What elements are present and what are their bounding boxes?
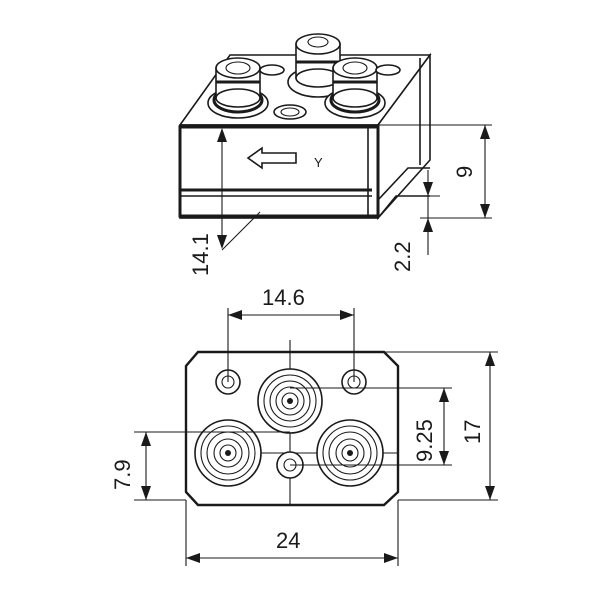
plan-terminal-right (316, 419, 384, 487)
dim-9-label: 9 (452, 166, 477, 178)
direction-label: Y (314, 155, 323, 170)
right-face-chamfer (377, 167, 430, 201)
dim-9-25-label: 9.25 (412, 419, 437, 462)
dim-7-9-label: 7.9 (110, 459, 135, 490)
dim-24-arrow-left (186, 553, 200, 563)
front-face-inner-edge (178, 125, 380, 218)
dim-17-arrow-top (485, 352, 495, 366)
dim-24-arrow-right (384, 553, 398, 563)
dim-7-9-arrow-bottom (141, 486, 151, 500)
dim-14-6-label: 14.6 (262, 285, 305, 310)
dim-14-1-arrow-bottom (217, 235, 227, 249)
small-hole-back-right (375, 64, 401, 76)
dim-2-2-label: 2.2 (390, 241, 415, 272)
plan-terminal-top (257, 368, 323, 434)
dim-9-arrow-top (480, 125, 490, 139)
dim-14-1-arrow-top (217, 128, 227, 142)
dim-14-6-arrow-left (228, 310, 242, 320)
terminal-stud-left (207, 57, 269, 119)
dim-14-1-slant (221, 211, 261, 251)
dim-2-2-arrow-top (423, 182, 433, 196)
direction-arrow-icon (246, 146, 297, 170)
dim-17-arrow-bottom (485, 486, 495, 500)
top-view: Y 14.1 9 2.2 (178, 33, 492, 276)
terminal-stud-right (324, 57, 386, 119)
dim-9-25-arrow-bottom (439, 451, 449, 465)
dim-14-1-label: 14.1 (188, 233, 213, 276)
dim-2-2-arrow-bottom (423, 218, 433, 232)
dim-9-arrow-bottom (480, 204, 490, 218)
bottom-view: 14.6 24 17 9.25 7.9 (110, 285, 498, 566)
dim-24-label: 24 (276, 528, 300, 553)
dim-9-25-arrow-top (439, 388, 449, 402)
small-hole-back-left (259, 64, 285, 76)
plan-terminal-left (194, 419, 262, 487)
dim-7-9-arrow-top (141, 432, 151, 446)
dim-14-6-arrow-right (340, 310, 354, 320)
dim-17-label: 17 (460, 420, 485, 444)
small-hole-top (273, 104, 307, 120)
block-front-face (179, 124, 379, 219)
